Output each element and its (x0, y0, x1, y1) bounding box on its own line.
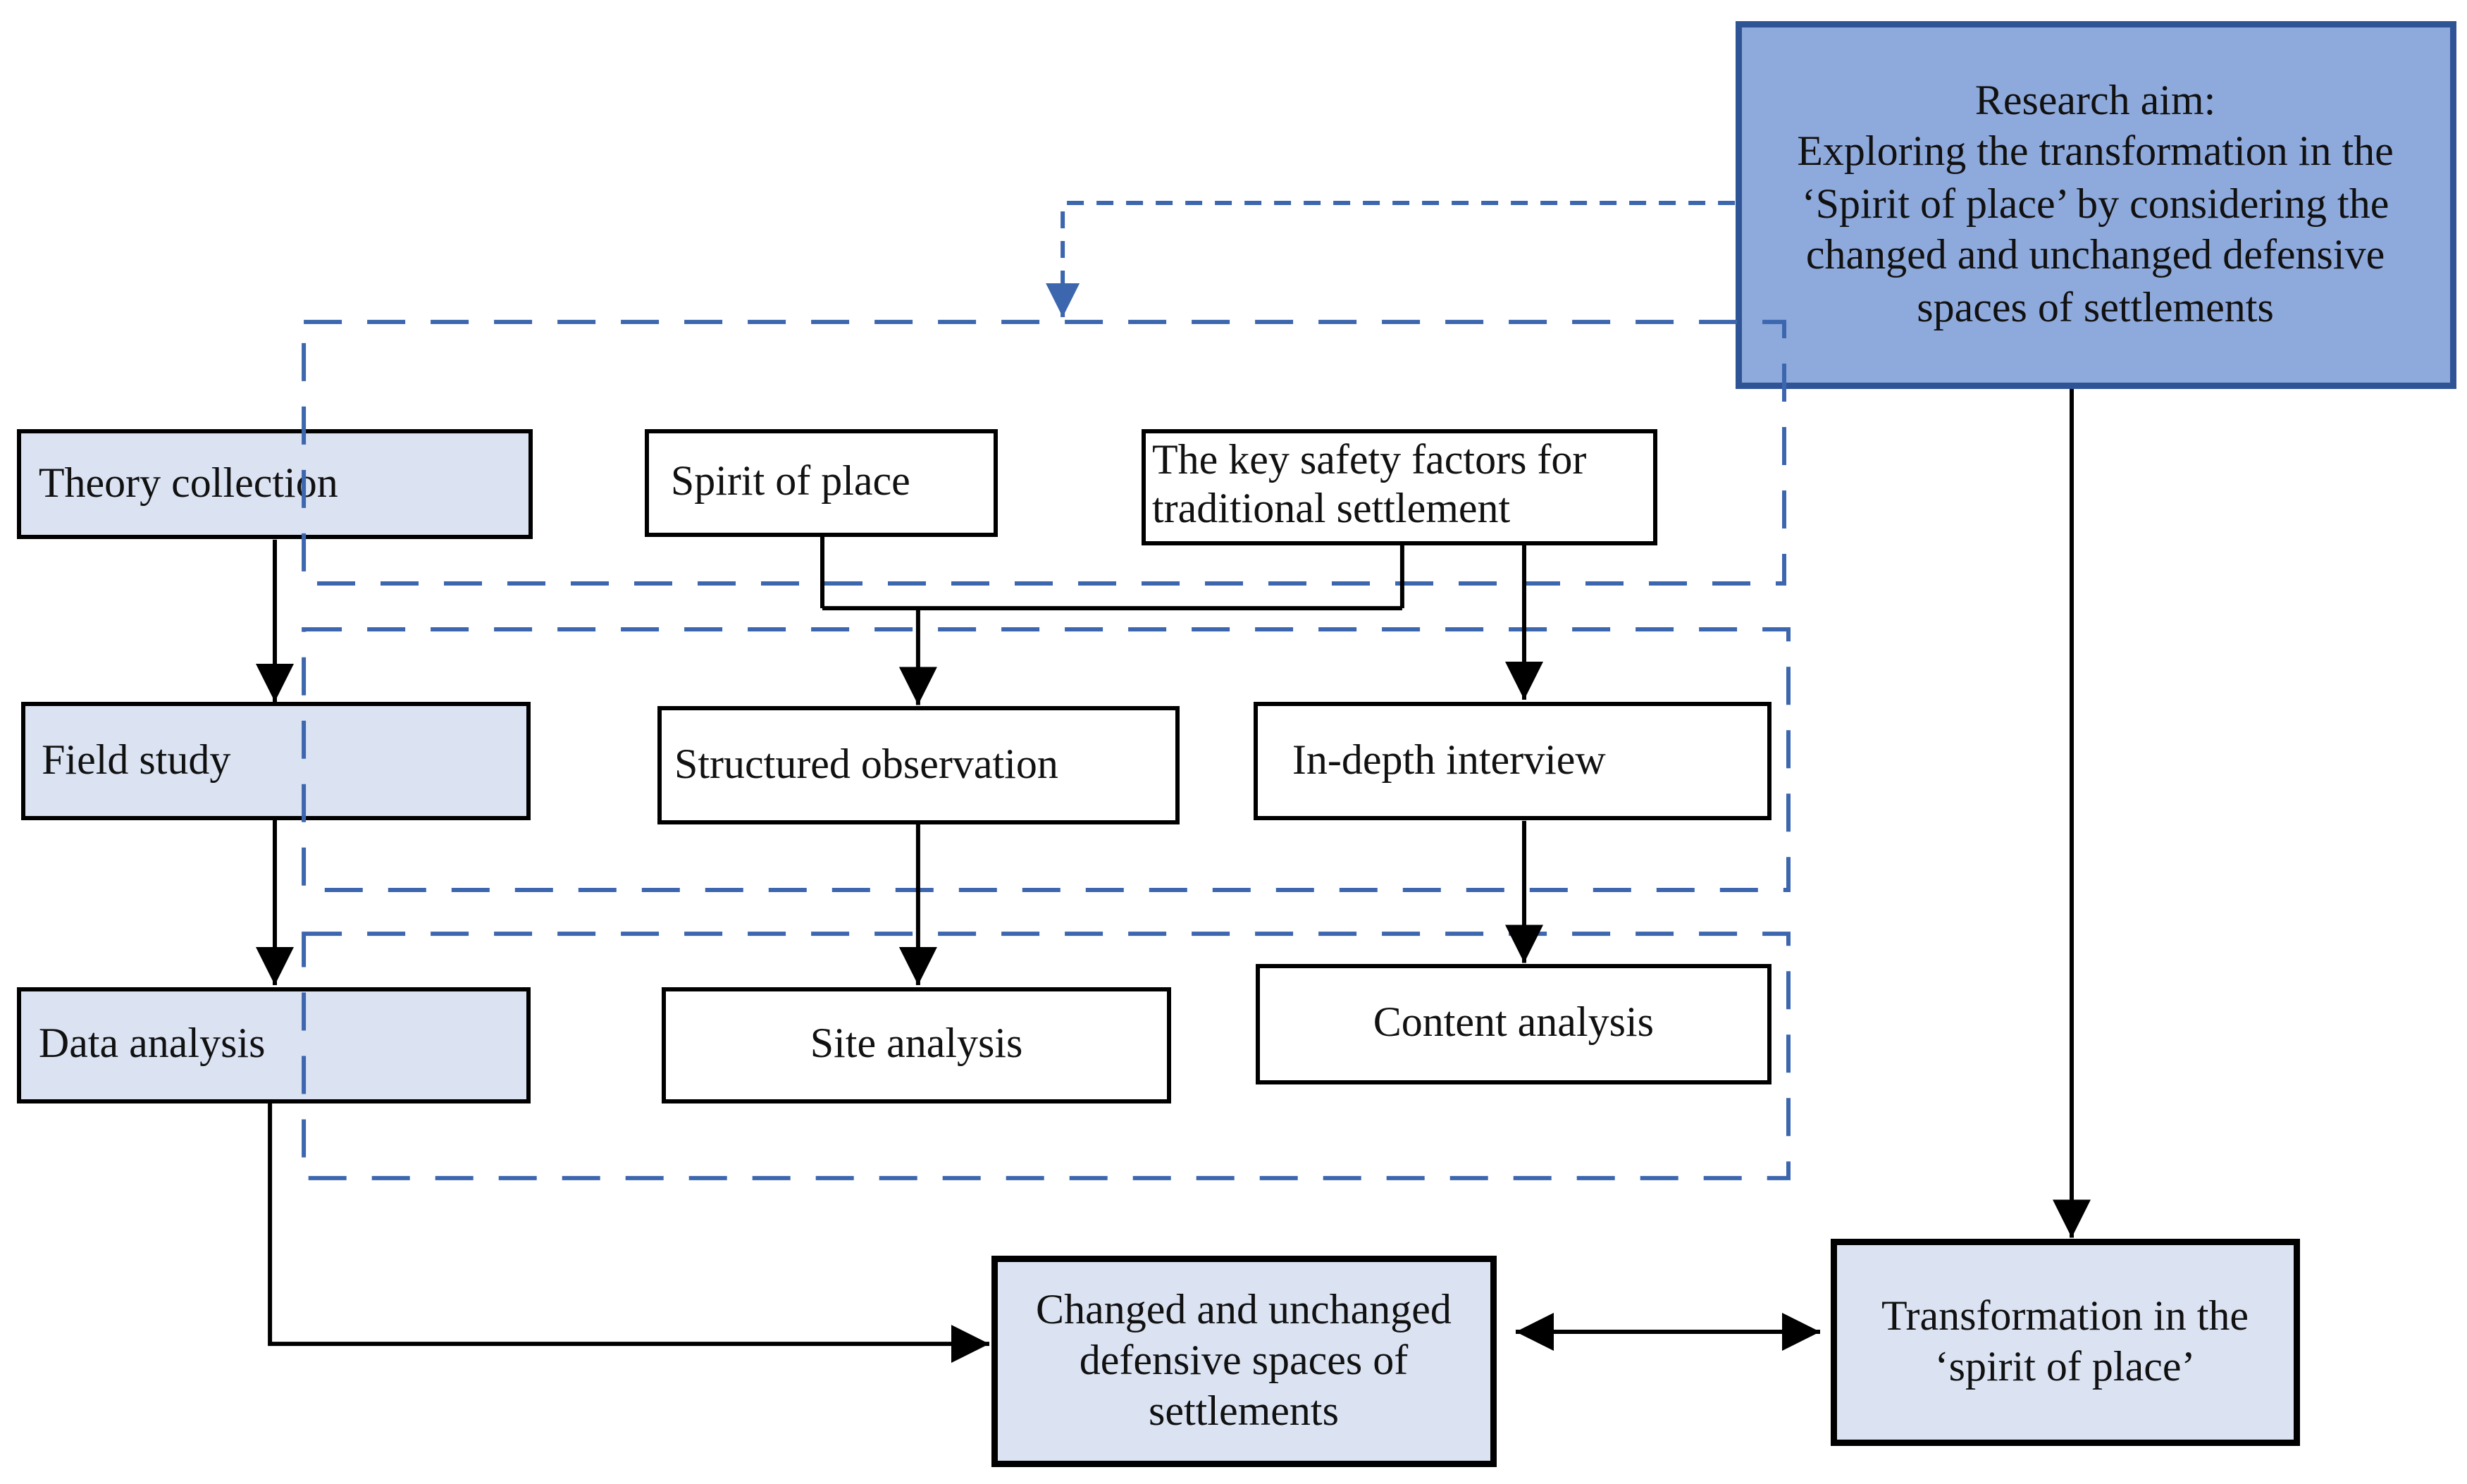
node-structured-observation: Structured observation (657, 706, 1180, 824)
dashed-arrow-aim-to-theory-phase (1046, 201, 1736, 317)
node-theory-collection-label: Theory collection (38, 461, 338, 508)
node-data-analysis: Data analysis (17, 987, 531, 1103)
node-changed-spaces: Changed and unchanged defensive spaces o… (991, 1256, 1497, 1467)
research-aim-box: Research aim: Exploring the transformati… (1735, 21, 2456, 389)
connector-spirit-and-key-bus (820, 537, 1404, 611)
node-spirit-of-place: Spirit of place (645, 429, 998, 537)
node-in-depth-interview: In-depth interview (1254, 701, 1771, 822)
node-key-safety-factors-label: The key safety factors for traditional s… (1152, 438, 1587, 534)
research-aim-body: Exploring the transformation in the ‘Spi… (1797, 130, 2394, 331)
node-content-analysis-label: Content analysis (1373, 1000, 1654, 1047)
node-theory-collection: Theory collection (17, 429, 533, 540)
node-key-safety-factors: The key safety factors for traditional s… (1142, 429, 1657, 545)
node-transformation: Transformation in the ‘spirit of place’ (1831, 1239, 2300, 1447)
node-data-analysis-label: Data analysis (38, 1020, 266, 1068)
research-aim-heading: Research aim: (1974, 78, 2216, 125)
node-structured-observation-label: Structured observation (674, 741, 1058, 789)
node-in-depth-interview-label: In-depth interview (1292, 737, 1606, 784)
node-field-study: Field study (20, 702, 532, 820)
node-site-analysis: Site analysis (661, 987, 1173, 1105)
arrow-data-to-changed-spaces (268, 1103, 989, 1364)
node-site-analysis-label: Site analysis (810, 1021, 1023, 1068)
node-content-analysis: Content analysis (1256, 964, 1771, 1084)
node-changed-spaces-label: Changed and unchanged defensive spaces o… (1036, 1286, 1452, 1436)
node-spirit-of-place-label: Spirit of place (670, 459, 910, 507)
node-transformation-label: Transformation in the ‘spirit of place’ (1881, 1293, 2249, 1392)
node-field-study-label: Field study (42, 737, 231, 784)
